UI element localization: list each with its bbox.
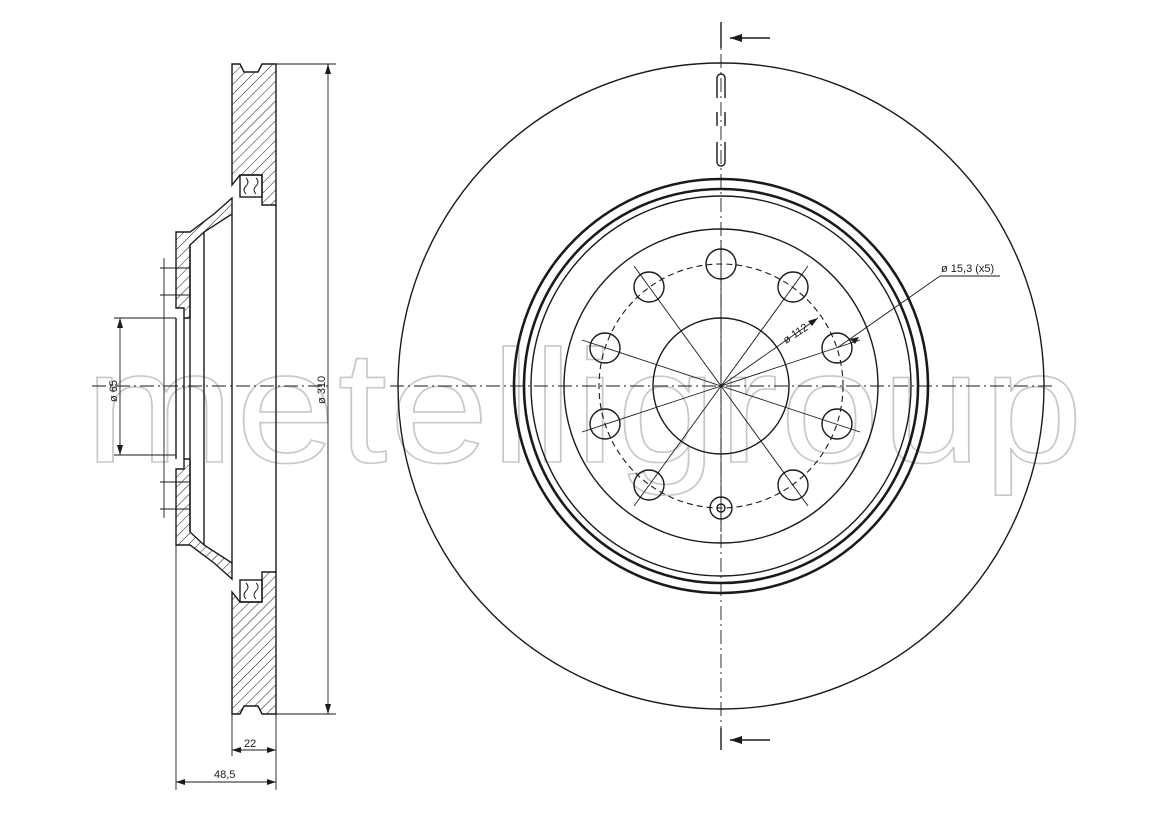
dim-height: 48,5	[214, 769, 235, 781]
dim-bolt-holes: ø 15,3 (x5)	[941, 263, 994, 275]
watermark-logo: metelligroup	[85, 317, 1085, 496]
side-section-view: ø 310 ø 65 22 48,5	[92, 63, 336, 790]
lower-ring-section	[231, 571, 277, 715]
front-view: ø 112 ø 15,3 (x5)	[390, 22, 1055, 750]
dim-center-bore: ø 65	[108, 380, 120, 402]
upper-ring-section	[231, 63, 277, 206]
dim-thickness: 22	[244, 738, 256, 750]
dim-outer-diameter: ø 310	[316, 376, 328, 404]
